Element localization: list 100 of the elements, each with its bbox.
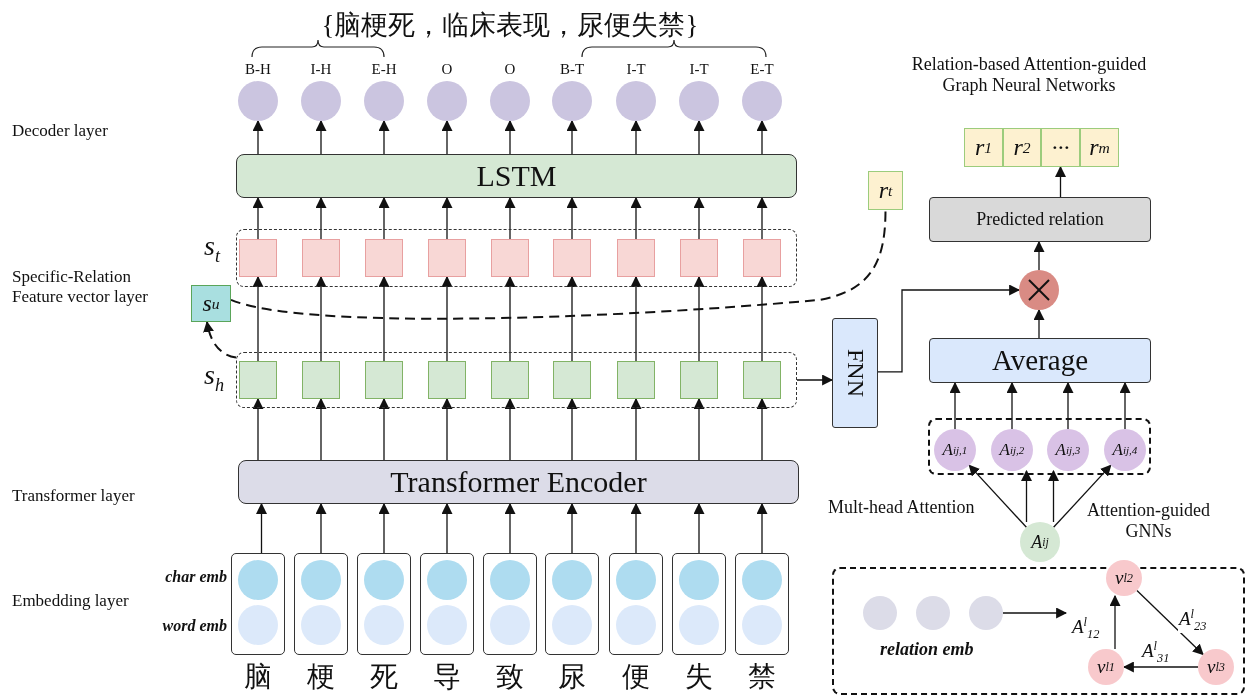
arrow [693, 502, 705, 554]
arrow [504, 196, 516, 240]
embedding-box [545, 553, 599, 655]
relation-feature-square [365, 239, 403, 277]
arrow [693, 119, 705, 155]
arrow [949, 381, 961, 430]
arrow [1002, 607, 1068, 619]
arrow [756, 119, 768, 155]
token-char: 导 [432, 661, 462, 694]
dashed-group-box [928, 418, 1151, 475]
arrow [1021, 469, 1032, 523]
relation-feature-square [553, 239, 591, 277]
tag-label: I-T [688, 61, 710, 79]
relation-feature-square [302, 239, 340, 277]
hidden-feature-square [491, 361, 529, 399]
char-embedding-circle [238, 560, 278, 600]
arrow [756, 397, 768, 461]
relation-feature-square [617, 239, 655, 277]
arrow [756, 502, 768, 554]
token-char: 致 [495, 661, 525, 694]
char-embedding-circle [679, 560, 719, 600]
token-char: 便 [621, 661, 651, 694]
arrow [378, 502, 390, 554]
arrow [1055, 165, 1066, 198]
relation-embedding-circle [916, 596, 950, 630]
layer-label: Specific-Relation Feature vector layer [12, 267, 149, 307]
arrow [1033, 308, 1045, 339]
arrow [504, 275, 516, 362]
relation-cell: ··· [1041, 128, 1080, 167]
arrow [630, 502, 642, 554]
arrow [504, 502, 516, 554]
arrow [693, 275, 705, 362]
char-embedding-circle [490, 560, 530, 600]
word-embedding-circle [552, 605, 592, 645]
embedding-box [357, 553, 411, 655]
arrow [693, 397, 705, 461]
arrow [630, 397, 642, 461]
tag-label: O [440, 61, 454, 79]
output-tag-circle [742, 81, 782, 121]
layer-label: Transformer layer [12, 486, 135, 506]
output-tag-circle [301, 81, 341, 121]
char-embedding-circle [427, 560, 467, 600]
arrow [441, 397, 453, 461]
word-embedding-circle [301, 605, 341, 645]
relation-feature-square [743, 239, 781, 277]
embedding-box [294, 553, 348, 655]
multiply-circle [1019, 270, 1059, 310]
row-label: char emb [164, 568, 227, 587]
tag-label: I-H [309, 61, 333, 79]
arrow [315, 397, 327, 461]
char-embedding-circle [616, 560, 656, 600]
word-embedding-circle [490, 605, 530, 645]
arrow [1033, 240, 1045, 271]
variable-label: s$_{h}$ [204, 359, 224, 396]
arrow [252, 275, 264, 362]
relation-feature-square [428, 239, 466, 277]
token-char: 尿 [557, 661, 587, 694]
relation-feature-square [239, 239, 277, 277]
layer-label: Decoder layer [12, 121, 108, 141]
caption-text: relation emb [880, 639, 974, 660]
char-embedding-circle [552, 560, 592, 600]
arrow [630, 275, 642, 362]
connector-line [230, 209, 887, 320]
hidden-feature-square [365, 361, 403, 399]
arrow [252, 196, 264, 240]
hidden-feature-square [617, 361, 655, 399]
section-heading: Relation-based Attention-guided Graph Neural Networks [910, 54, 1148, 96]
word-embedding-circle [364, 605, 404, 645]
word-embedding-circle [238, 605, 278, 645]
arrow [315, 196, 327, 240]
embedding-box [420, 553, 474, 655]
arrow [256, 502, 267, 554]
arrow [315, 275, 327, 362]
arrow [504, 397, 516, 461]
prediction-block: Predicted relation [929, 197, 1151, 242]
arrow [630, 196, 642, 240]
row-label: word emb [161, 617, 227, 636]
arrow [566, 502, 578, 554]
edge-caption: Attention-guided GNNs [1086, 500, 1211, 542]
tag-label: I-T [625, 61, 647, 79]
arrow [1119, 381, 1131, 430]
output-tag-circle [238, 81, 278, 121]
tag-label: B-H [244, 61, 272, 79]
output-tag-circle [490, 81, 530, 121]
arrow [252, 397, 264, 461]
output-tag-circle [364, 81, 404, 121]
embedding-box [672, 553, 726, 655]
arrow [1122, 661, 1199, 673]
hidden-feature-square [239, 361, 277, 399]
char-embedding-circle [742, 560, 782, 600]
char-embedding-circle [301, 560, 341, 600]
entity-annotation: {脑梗死，临床表现，尿便失禁} [320, 10, 700, 42]
arrow [441, 119, 453, 155]
word-embedding-circle [742, 605, 782, 645]
output-tag-circle [427, 81, 467, 121]
arrow [315, 502, 327, 554]
arrow [968, 464, 1028, 528]
arrow [756, 196, 768, 240]
arrow [203, 320, 237, 359]
output-tag-circle [616, 81, 656, 121]
